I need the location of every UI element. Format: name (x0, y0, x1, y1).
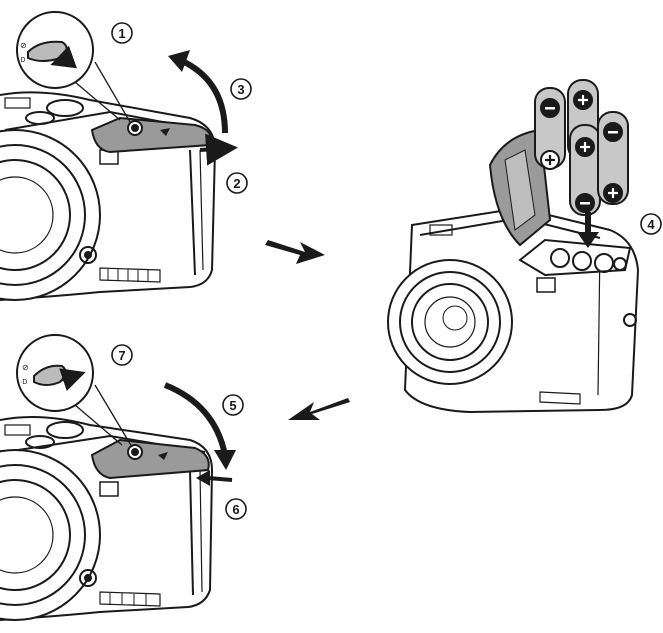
step-5-badge: 5 (222, 394, 244, 416)
camera-bottom-left (0, 415, 214, 621)
step-6-number: 6 (232, 502, 239, 517)
battery-4 (597, 111, 629, 205)
battery-set (534, 79, 629, 216)
svg-text:·D: ·D (18, 57, 25, 64)
svg-text:⊘: ⊘ (22, 363, 29, 372)
flow-arrow-down-left (288, 398, 350, 420)
step-4-number: 4 (647, 217, 655, 232)
step-6-badge: 6 (225, 498, 247, 520)
step-7-number: 7 (118, 348, 125, 363)
step-7-badge: 7 (111, 344, 133, 366)
close-arrow-5 (163, 382, 236, 470)
battery-3 (569, 124, 601, 216)
slide-arrow-6 (196, 470, 233, 486)
slide-arrow-2 (199, 133, 238, 166)
flow-arrow-right (265, 240, 325, 264)
battery-1 (534, 87, 566, 170)
latch-detail-callout-top: ⊘ ·D (16, 11, 131, 123)
insert-arrow-4 (577, 212, 599, 248)
step-3-badge: 3 (230, 78, 252, 100)
camera-top-left (0, 91, 217, 301)
step-4-badge: 4 (640, 213, 662, 235)
step-2-number: 2 (233, 176, 240, 191)
open-arrow-3 (168, 50, 228, 134)
step-1-badge: 1 (111, 22, 133, 44)
svg-text:⊘: ⊘ (20, 41, 27, 50)
step-2-badge: 2 (226, 172, 248, 194)
svg-text:·D: ·D (20, 379, 27, 386)
camera-right (387, 128, 640, 414)
step-5-number: 5 (229, 398, 236, 413)
step-3-number: 3 (237, 82, 244, 97)
latch-detail-callout-bottom: ⊘ ·D (16, 334, 133, 448)
step-1-number: 1 (118, 26, 125, 41)
